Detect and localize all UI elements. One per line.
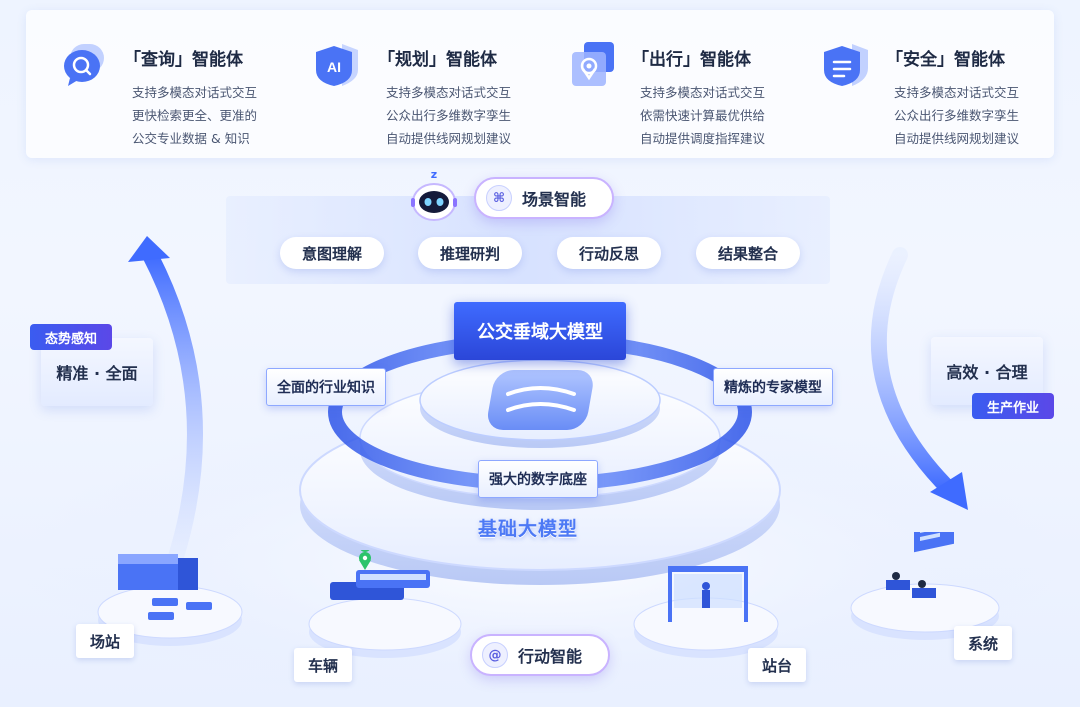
agent-desc-line: 自动提供线网规划建议: [894, 131, 1020, 146]
industry-knowledge-label[interactable]: 全面的行业知识: [266, 368, 386, 406]
capability-intent[interactable]: 意图理解: [280, 237, 384, 269]
agent-card-safety[interactable]: 「安全」智能体 支持多模态对话式交互 公众出行多维数字孪生 自动提供线网规划建议: [788, 10, 1038, 158]
agent-desc-line: 支持多模态对话式交互: [640, 85, 766, 100]
agent-desc-line: 更快检索更全、更准的: [132, 108, 258, 123]
agent-card-plan[interactable]: AI 「规划」智能体 支持多模态对话式交互 公众出行多维数字孪生 自动提供线网规…: [280, 10, 530, 158]
model-platform: [299, 333, 781, 585]
location-pin-icon: [572, 42, 614, 86]
vehicle-illustration: [308, 550, 462, 658]
agent-desc-line: 依需快速计算最优供给: [640, 108, 766, 123]
agent-panel: 「查询」智能体 支持多模态对话式交互 更快检索更全、更准的 公交专业数据 & 知…: [26, 10, 1054, 158]
agent-desc-line: 支持多模态对话式交互: [386, 85, 512, 100]
agent-desc-line: 支持多模态对话式交互: [132, 85, 258, 100]
main-model-label[interactable]: 公交垂域大模型: [454, 302, 626, 360]
platform-illustration: [633, 566, 779, 658]
left-arrow-head: [128, 236, 170, 262]
at-sign-icon: @: [482, 642, 508, 668]
ai-shield-icon: AI: [316, 44, 358, 86]
action-intelligence-badge[interactable]: @ 行动智能: [470, 634, 610, 676]
security-shield-icon: [824, 44, 868, 86]
agent-title: 「查询」智能体: [124, 50, 243, 70]
depot-illustration: [97, 554, 243, 646]
scene-depot[interactable]: 场站: [76, 624, 134, 658]
digital-foundation-label[interactable]: 强大的数字底座: [478, 460, 598, 498]
scene-platform[interactable]: 站台: [748, 648, 806, 682]
agent-desc-line: 自动提供线网规划建议: [386, 131, 512, 146]
capability-reasoning[interactable]: 推理研判: [418, 237, 522, 269]
agent-desc-line: 公众出行多维数字孪生: [894, 108, 1020, 123]
agent-title: 「出行」智能体: [632, 50, 751, 70]
agent-desc-line: 支持多模态对话式交互: [894, 85, 1020, 100]
right-flow-arrow: [870, 247, 958, 498]
right-card-tag: 生产作业: [972, 393, 1054, 419]
agent-desc-line: 自动提供调度指挥建议: [640, 131, 766, 146]
agent-card-travel[interactable]: 「出行」智能体 支持多模态对话式交互 依需快速计算最优供给 自动提供调度指挥建议: [534, 10, 784, 158]
agent-card-query[interactable]: 「查询」智能体 支持多模态对话式交互 更快检索更全、更准的 公交专业数据 & 知…: [26, 10, 276, 158]
action-intelligence-label: 行动智能: [518, 647, 583, 666]
expert-model-label[interactable]: 精炼的专家模型: [713, 368, 833, 406]
scene-system[interactable]: 系统: [954, 626, 1012, 660]
svg-text:z: z: [431, 168, 437, 181]
scene-intelligence-label: 场景智能: [522, 190, 587, 209]
search-chat-icon: [64, 44, 104, 86]
agent-title: 「安全」智能体: [886, 50, 1005, 70]
capability-integration[interactable]: 结果整合: [696, 237, 800, 269]
agent-title: 「规划」智能体: [378, 50, 497, 70]
right-arrow-head: [930, 472, 968, 510]
right-card-label: 高效 · 合理: [946, 363, 1028, 382]
scene-intelligence-badge[interactable]: ⌘ 场景智能: [474, 177, 614, 219]
left-card-label: 精准 · 全面: [56, 364, 138, 383]
base-model-label: 基础大模型: [478, 518, 579, 540]
svg-text:AI: AI: [327, 59, 341, 75]
scene-vehicle[interactable]: 车辆: [294, 648, 352, 682]
capability-reflection[interactable]: 行动反思: [557, 237, 661, 269]
agent-desc-line: 公交专业数据 & 知识: [132, 131, 250, 146]
scene-node-icon: ⌘: [486, 185, 512, 211]
left-flow-arrow: [142, 247, 203, 568]
robot-icon: z: [411, 168, 457, 221]
left-card-tag: 态势感知: [30, 324, 112, 350]
agent-desc-line: 公众出行多维数字孪生: [386, 108, 512, 123]
